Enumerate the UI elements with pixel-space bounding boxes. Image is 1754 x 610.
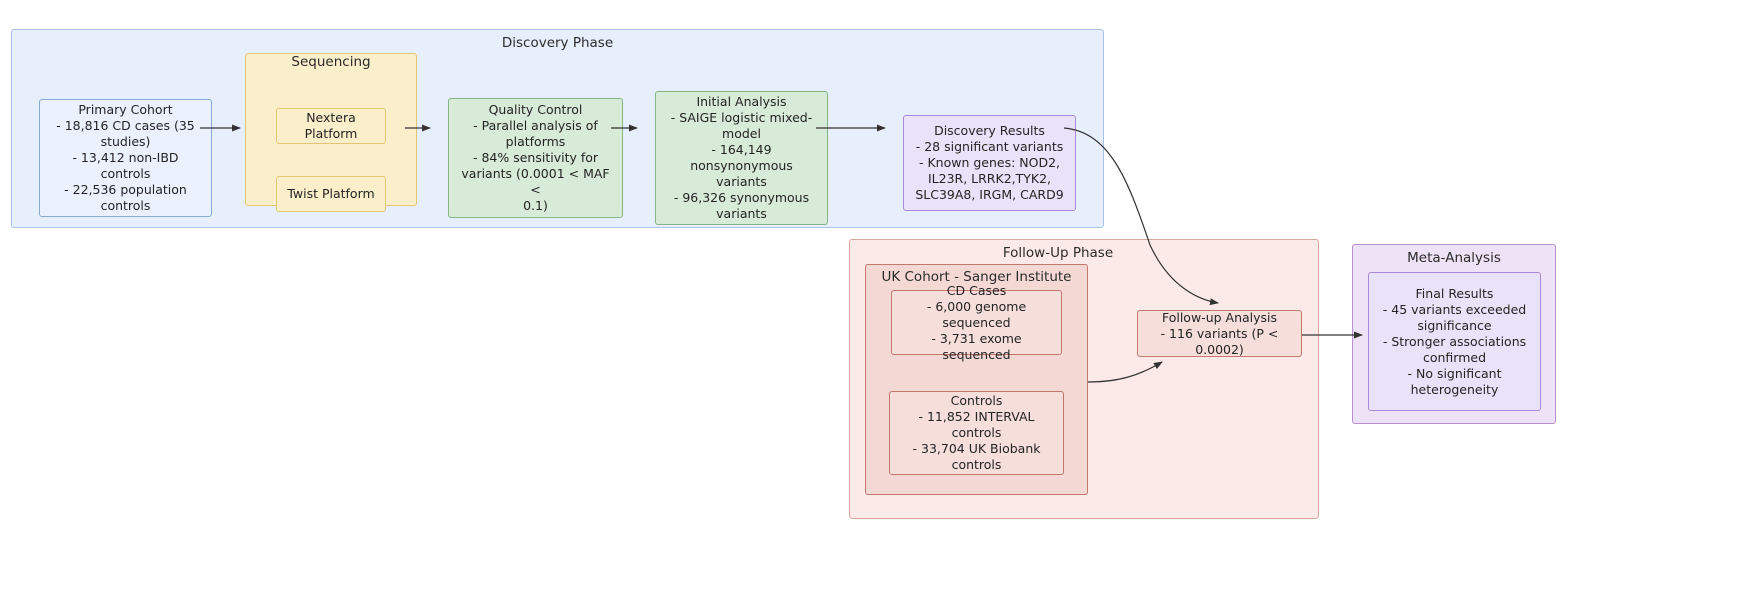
- node-title: Primary Cohort: [78, 102, 173, 117]
- node-line: - Parallel analysis of: [473, 118, 598, 133]
- node-title: Follow-up Analysis: [1161, 309, 1278, 325]
- node-title: CD Cases: [946, 282, 1007, 298]
- node-line: - No significant: [1407, 365, 1502, 381]
- subgraph-title-discovery-phase: Discovery Phase: [501, 35, 614, 51]
- node-cd-cases[interactable]: CD Cases - 6,000 genome sequenced - 3,73…: [891, 283, 1062, 362]
- node-twist-platform[interactable]: Twist Platform: [276, 176, 386, 212]
- node-title: Controls: [950, 393, 1003, 408]
- node-line: controls: [951, 457, 1002, 472]
- node-line: - 45 variants exceeded: [1382, 301, 1527, 317]
- node-line: - 3,731 exome sequenced: [931, 330, 1022, 362]
- node-line: controls: [100, 198, 151, 213]
- node-line: - 33,704 UK Biobank: [912, 441, 1041, 456]
- node-title: Discovery Results: [934, 123, 1045, 138]
- node-controls[interactable]: Controls - 11,852 INTERVAL controls - 33…: [889, 391, 1064, 475]
- subgraph-title-uk-cohort: UK Cohort - Sanger Institute: [881, 269, 1072, 285]
- node-primary-cohort[interactable]: Primary Cohort - 18,816 CD cases (35 stu…: [39, 99, 212, 217]
- node-quality-control[interactable]: Quality Control - Parallel analysis of p…: [448, 98, 623, 218]
- node-title: Twist Platform: [287, 186, 375, 201]
- node-line: - Stronger associations: [1382, 333, 1527, 349]
- node-line: - 116 variants (P < 0.0002): [1160, 325, 1279, 357]
- node-line: - Known genes: NOD2,: [918, 155, 1061, 170]
- node-line: - 28 significant variants: [915, 139, 1064, 154]
- node-final-results[interactable]: Final Results - 45 variants exceeded sig…: [1368, 272, 1541, 411]
- node-title: Quality Control: [488, 102, 583, 117]
- node-line: - 22,536 population: [64, 182, 187, 197]
- node-line: variants: [716, 174, 767, 189]
- subgraph-discovery-phase: Discovery Phase Primary Cohort - 18,816 …: [11, 29, 1104, 228]
- node-line: variants (0.0001 < MAF <: [461, 166, 610, 197]
- node-nextera-platform[interactable]: Nextera Platform: [276, 108, 386, 144]
- node-title: Initial Analysis: [696, 94, 787, 109]
- node-line: variants: [716, 206, 767, 221]
- node-line: - 18,816 CD cases (35: [56, 118, 195, 133]
- node-line: - 6,000 genome sequenced: [926, 298, 1027, 330]
- node-line: SLC39A8, IRGM, CARD9: [915, 187, 1064, 202]
- node-initial-analysis[interactable]: Initial Analysis - SAIGE logistic mixed-…: [655, 91, 828, 225]
- subgraph-title-followup-phase: Follow-Up Phase: [1002, 245, 1114, 261]
- node-line: heterogeneity: [1410, 381, 1499, 397]
- node-line: - 11,852 INTERVAL controls: [918, 409, 1035, 440]
- node-line: - SAIGE logistic mixed-: [670, 110, 813, 125]
- node-line: platforms: [505, 134, 566, 149]
- node-line: - 13,412 non-IBD controls: [72, 150, 179, 181]
- subgraph-title-sequencing: Sequencing: [291, 54, 371, 70]
- node-line: - 84% sensitivity for: [472, 150, 599, 165]
- node-line: - 164,149 nonsynonymous: [690, 142, 793, 173]
- node-line: IL23R, LRRK2,TYK2,: [927, 171, 1052, 186]
- node-line: 0.1): [523, 198, 548, 213]
- node-discovery-results[interactable]: Discovery Results - 28 significant varia…: [903, 115, 1076, 211]
- node-line: model: [722, 126, 761, 141]
- node-line: significance: [1417, 317, 1492, 333]
- node-line: studies): [100, 134, 151, 149]
- node-line: - 96,326 synonymous: [673, 190, 810, 205]
- subgraph-title-meta-analysis: Meta-Analysis: [1407, 250, 1501, 266]
- node-followup-analysis[interactable]: Follow-up Analysis - 116 variants (P < 0…: [1137, 310, 1302, 357]
- node-title: Final Results: [1415, 285, 1494, 301]
- node-line: confirmed: [1422, 349, 1487, 365]
- node-title: Nextera Platform: [304, 110, 358, 141]
